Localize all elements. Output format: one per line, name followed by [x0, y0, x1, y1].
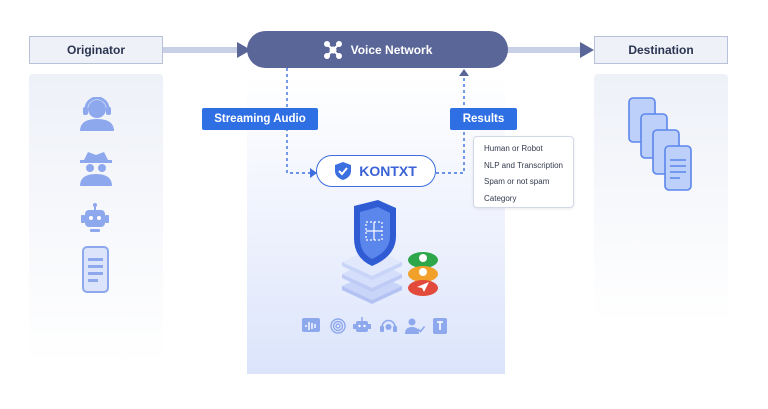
results-item: NLP and Transcription	[484, 160, 564, 170]
robot-icon	[81, 203, 109, 232]
text-document-icon	[433, 318, 447, 334]
voice-network-label: Voice Network	[350, 42, 433, 57]
originator-label: Originator	[29, 36, 163, 64]
results-item: Category	[484, 193, 517, 203]
audio-waveform-icon	[302, 318, 320, 332]
results-list: Human or Robot NLP and Transcription Spa…	[473, 136, 574, 208]
destination-phones-icon	[628, 97, 692, 191]
results-item: Human or Robot	[484, 144, 543, 153]
kontxt-platform-illustration	[342, 200, 438, 304]
headset-icon	[380, 319, 397, 332]
voice-network-node: Voice Network	[247, 31, 508, 68]
fingerprint-icon	[330, 318, 346, 334]
call-center-agent-icon	[80, 97, 114, 131]
arrow-originator-to-network	[163, 42, 251, 58]
arrow-network-to-destination	[506, 42, 594, 58]
robot-icon	[353, 317, 371, 332]
kontxt-node: KONTXT	[316, 155, 436, 187]
smartphone-icon	[82, 246, 109, 293]
user-check-icon	[405, 318, 425, 334]
shield-check-icon	[335, 162, 352, 180]
results-tag: Results	[450, 108, 517, 130]
kontxt-label: KONTXT	[359, 163, 417, 179]
network-icon	[323, 40, 342, 59]
results-item: Spam or not spam	[484, 177, 550, 186]
destination-label: Destination	[594, 36, 728, 64]
spy-icon	[80, 152, 112, 186]
streaming-audio-tag: Streaming Audio	[202, 108, 318, 130]
